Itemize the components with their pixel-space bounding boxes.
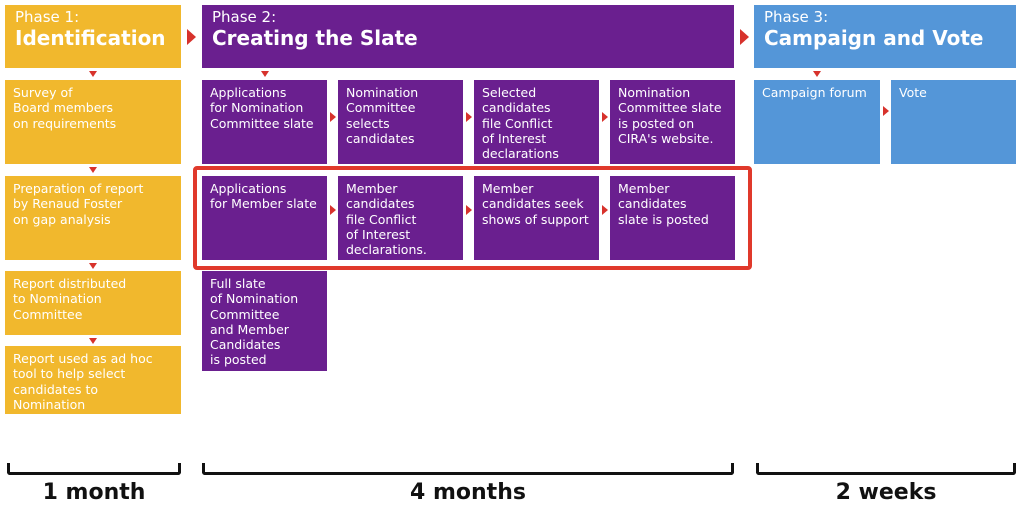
phase1-step-distributed: Report distributed to Nomination Committ… xyxy=(5,271,181,335)
phase3-step-vote: Vote xyxy=(891,80,1016,164)
arrow-down-icon xyxy=(89,338,97,344)
member-slate-highlight xyxy=(193,166,752,270)
phase1-to-phase2-arrow-icon xyxy=(187,29,196,45)
phase3-title: Phase 3: xyxy=(764,8,829,26)
arrow-down-icon xyxy=(89,263,97,269)
phase2-duration: 4 months xyxy=(410,480,526,505)
phase2-duration-bracket xyxy=(202,463,734,475)
arrow-down-icon xyxy=(813,71,821,77)
phase2-row1-step-1: Applications for Nomination Committee sl… xyxy=(202,80,327,164)
phase2-row2-step-3: Member candidates seek shows of support xyxy=(474,176,599,260)
arrow-right-icon xyxy=(330,112,336,122)
arrow-down-icon xyxy=(261,71,269,77)
phase3-duration: 2 weeks xyxy=(835,480,937,505)
phase1-duration-bracket xyxy=(7,463,181,475)
phase2-subtitle: Creating the Slate xyxy=(212,26,418,50)
phase2-final-step: Full slate of Nomination Committee and M… xyxy=(202,271,327,371)
arrow-right-icon xyxy=(602,112,608,122)
phase3-step-campaign-forum: Campaign forum xyxy=(754,80,880,164)
phase1-step-survey: Survey of Board members on requirements xyxy=(5,80,181,164)
phase2-to-phase3-arrow-icon xyxy=(740,29,749,45)
arrow-right-icon xyxy=(330,205,336,215)
phase2-title: Phase 2: xyxy=(212,8,277,26)
arrow-right-icon xyxy=(466,205,472,215)
arrow-down-icon xyxy=(89,167,97,173)
phase1-header: Phase 1: Identification xyxy=(5,5,181,68)
arrow-right-icon xyxy=(883,106,889,116)
arrow-right-icon xyxy=(466,112,472,122)
phase1-title: Phase 1: xyxy=(15,8,80,26)
phase2-row2-step-1: Applications for Member slate xyxy=(202,176,327,260)
phase3-subtitle: Campaign and Vote xyxy=(764,26,984,50)
phase2-header: Phase 2: Creating the Slate xyxy=(202,5,734,68)
phase2-row2-step-4: Member candidates slate is posted xyxy=(610,176,735,260)
phase1-step-report: Preparation of report by Renaud Foster o… xyxy=(5,176,181,260)
phase3-header: Phase 3: Campaign and Vote xyxy=(754,5,1016,68)
phase2-row1-step-2: Nomination Committee selects candidates xyxy=(338,80,463,164)
phase2-row2-step-2: Member candidates file Conflict of Inter… xyxy=(338,176,463,260)
phase1-step-adhoc-tool: Report used as ad hoc tool to help selec… xyxy=(5,346,181,427)
phase2-row1-step-4: Nomination Committee slate is posted on … xyxy=(610,80,735,164)
phase3-duration-bracket xyxy=(756,463,1016,475)
phase1-duration: 1 month xyxy=(42,480,146,505)
phase2-row1-step-3: Selected candidates file Conflict of Int… xyxy=(474,80,599,164)
arrow-right-icon xyxy=(602,205,608,215)
arrow-down-icon xyxy=(89,71,97,77)
phase1-subtitle: Identification xyxy=(15,26,166,50)
